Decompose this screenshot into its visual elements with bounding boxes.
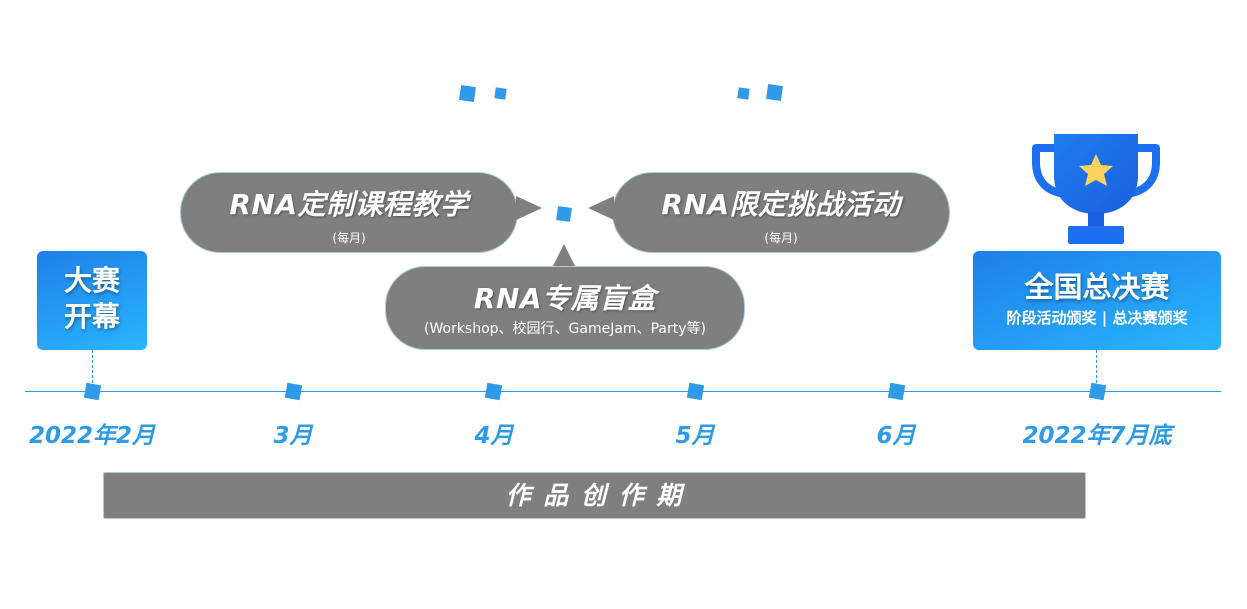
month-label: 3月: [273, 423, 313, 449]
month-label: 5月: [675, 423, 715, 449]
course-bubble-subtitle: (每月): [332, 231, 366, 245]
timeline-marker: [83, 382, 102, 401]
opening-connector: [92, 350, 93, 388]
final-connector: [1096, 350, 1097, 388]
challenge-bubble-tail: [588, 196, 614, 220]
creation-period-bar: 作 品 创 作 期: [103, 472, 1086, 519]
timeline-marker: [484, 382, 503, 401]
month-label: 2022年2月: [28, 423, 156, 449]
course-bubble-title: RNA定制课程教学: [229, 188, 469, 221]
timeline-marker: [887, 382, 906, 401]
decor-square: [459, 85, 476, 102]
trophy-icon: [1032, 134, 1160, 244]
course-bubble: RNA定制课程教学 (每月): [180, 172, 518, 253]
opening-box-line1: 大赛: [63, 264, 120, 297]
timeline-marker: [284, 382, 303, 401]
blindbox-bubble: RNA专属盲盒 (Workshop、校园行、GameJam、Party等): [385, 266, 745, 350]
blindbox-bubble-subtitle: (Workshop、校园行、GameJam、Party等): [424, 321, 706, 337]
challenge-bubble: RNA限定挑战活动 (每月): [612, 172, 950, 253]
month-label: 4月: [474, 423, 514, 449]
final-box: 全国总决赛 阶段活动颁奖 | 总决赛颁奖: [973, 251, 1221, 350]
final-box-subtitle: 阶段活动颁奖 | 总决赛颁奖: [1006, 309, 1188, 327]
decor-square: [737, 87, 750, 100]
opening-box: 大赛 开幕: [37, 251, 147, 350]
opening-box-line2: 开幕: [63, 300, 120, 333]
decor-square: [494, 87, 507, 100]
decor-square: [556, 206, 572, 222]
timeline-marker: [686, 382, 705, 401]
course-bubble-tail: [516, 196, 542, 220]
timeline-axis: [25, 391, 1221, 392]
blindbox-bubble-title: RNA专属盲盒: [473, 282, 657, 315]
month-label: 2022年7月底: [1022, 423, 1172, 449]
blindbox-bubble-tail: [551, 244, 577, 270]
timeline-marker: [1088, 382, 1107, 401]
creation-period-label: 作 品 创 作 期: [505, 481, 684, 510]
challenge-bubble-title: RNA限定挑战活动: [661, 188, 901, 221]
decor-square: [766, 84, 783, 101]
month-label: 6月: [876, 423, 916, 449]
challenge-bubble-subtitle: (每月): [764, 231, 798, 245]
final-box-title: 全国总决赛: [1024, 270, 1170, 304]
